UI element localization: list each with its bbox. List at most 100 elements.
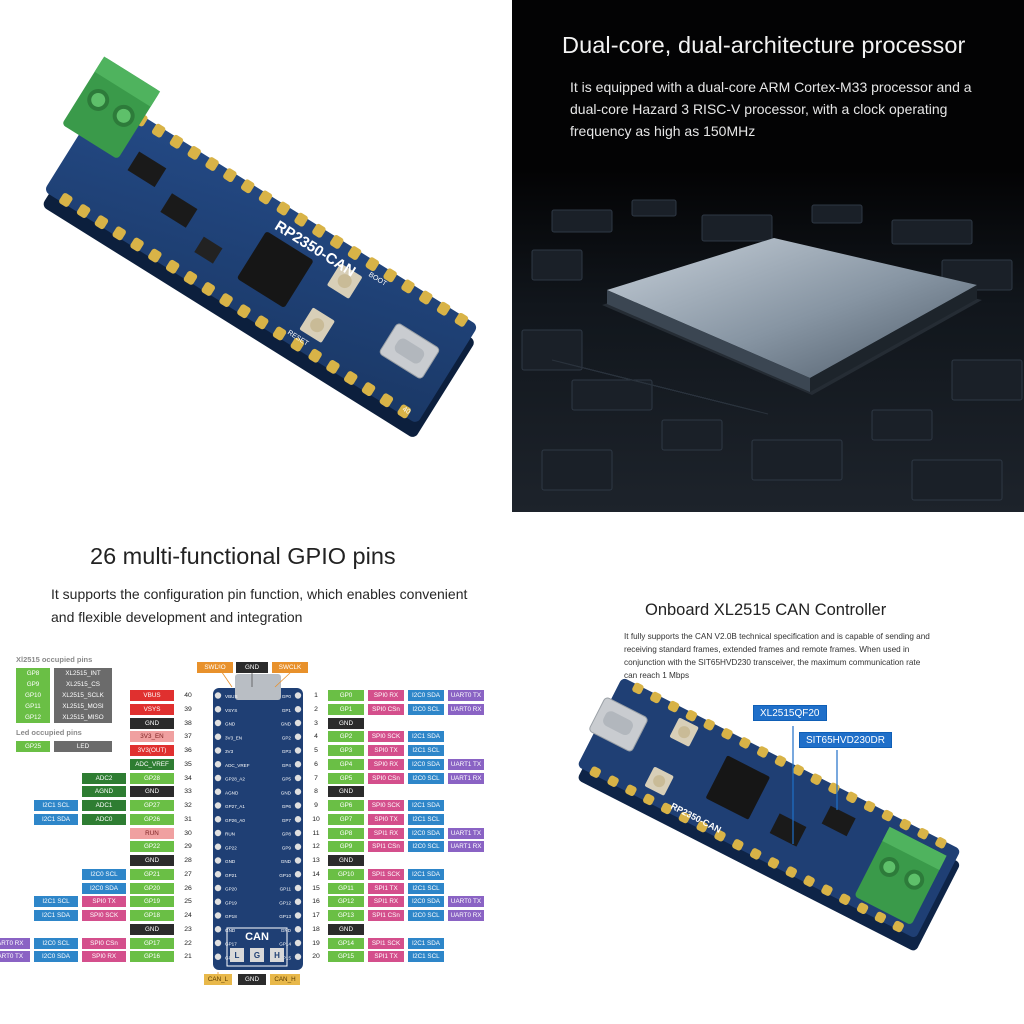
- pin-number: 12: [312, 843, 320, 851]
- gpio-description: It supports the configuration pin functi…: [51, 586, 468, 625]
- pin-silkscreen: GP26_A0: [225, 818, 245, 823]
- pin-function-tag: SPI0 TX: [368, 813, 404, 825]
- pin-silkscreen: GND: [281, 928, 292, 933]
- pin-function-tag: I2C0 SCL: [408, 910, 444, 921]
- pin-silkscreen: GND: [281, 722, 292, 727]
- pin-pad: [294, 733, 302, 740]
- trace: [687, 393, 769, 415]
- pin-function-tag: UART1 RX: [448, 772, 484, 784]
- pin-silkscreen: VSYS: [225, 708, 237, 713]
- smd-component: [871, 409, 933, 441]
- pad: [76, 204, 91, 218]
- smd-component: [811, 204, 863, 224]
- pad: [774, 755, 787, 767]
- pin-number: 29: [184, 843, 192, 851]
- pin-silkscreen: GP6: [282, 804, 292, 809]
- xl2515-callout: XL2515QF20: [753, 705, 827, 721]
- pin-silkscreen: GP28_A2: [225, 777, 245, 782]
- pin-function-tag: 3V3_EN: [130, 731, 174, 743]
- pin-function-tag: I2C0 SCL: [408, 772, 444, 784]
- pin-function-tag: 3V3(OUT): [130, 745, 174, 756]
- pad: [59, 193, 73, 207]
- pinout-usb: [235, 674, 281, 700]
- occupied-pin-fn: XL2515_MOSI: [54, 701, 112, 712]
- pin-pad: [214, 898, 222, 905]
- occupied-pin-fn: XL2515_CS: [54, 679, 112, 690]
- pin-function-tag: I2C1 SCL: [34, 896, 78, 908]
- pin-pad: [214, 692, 222, 699]
- pin-function-tag: SPI0 SCK: [368, 731, 404, 743]
- pin-pad: [294, 829, 302, 837]
- pin-function-tag: I2C1 SCL: [408, 951, 444, 963]
- pin-silkscreen: 3V3_EN: [225, 735, 242, 740]
- pin-function-tag: SPI0 CSn: [368, 703, 404, 715]
- pin-pad: [214, 733, 222, 740]
- pin-number: 4: [314, 733, 318, 741]
- can-pin-l: L: [235, 951, 240, 960]
- pin-function-tag: GP5: [328, 772, 364, 784]
- pin-silkscreen: GND: [225, 859, 236, 864]
- pin-function-tag: GP14: [328, 937, 364, 949]
- can-title: Onboard XL2515 CAN Controller: [645, 601, 887, 619]
- pin-silkscreen: GND: [225, 928, 236, 933]
- pin-function-tag: UART1 TX: [448, 758, 484, 770]
- pin-number: 28: [184, 857, 192, 864]
- pad: [643, 793, 655, 806]
- pin-pad: [214, 761, 222, 768]
- pin-function-tag: SPI1 CSn: [368, 910, 404, 921]
- pad: [361, 382, 376, 397]
- pin-function-tag: GND: [328, 717, 364, 729]
- pin-function-tag: UART0 RX: [0, 937, 30, 949]
- pad: [721, 728, 733, 740]
- pin-function-tag: I2C0 SDA: [408, 690, 444, 701]
- pin-number: 5: [314, 747, 318, 754]
- pin-silkscreen: GP9: [282, 845, 292, 850]
- pad: [863, 800, 876, 813]
- pin-function-tag: GP10: [328, 868, 364, 880]
- pin-number: 16: [312, 898, 320, 906]
- pin-function-tag: VBUS: [130, 690, 174, 701]
- pad: [625, 784, 637, 797]
- smd-component: [951, 359, 1023, 401]
- pin-pad: [294, 692, 302, 699]
- pin-function-tag: I2C0 SDA: [408, 896, 444, 908]
- pin-silkscreen: GND: [281, 790, 292, 795]
- pin-function-tag: GP8: [328, 827, 364, 839]
- pin-function-tag: SPI1 TX: [368, 882, 404, 894]
- gpio-title: 26 multi-functional GPIO pins: [90, 543, 396, 569]
- pin-number: 23: [184, 925, 192, 933]
- pin-silkscreen: GP4: [282, 763, 292, 768]
- pad: [935, 837, 947, 849]
- pin-pad: [294, 802, 302, 809]
- pin-number: 11: [312, 829, 320, 837]
- pin-function-tag: SPI0 CSn: [368, 772, 404, 784]
- board-components: [521, 199, 1023, 501]
- pin-silkscreen: GND: [225, 722, 236, 727]
- pad: [401, 279, 415, 294]
- smd-component: [911, 459, 1003, 501]
- pin-function-tag: I2C1 SDA: [34, 910, 78, 921]
- pin-silkscreen: GP27_A1: [225, 804, 245, 809]
- pin-number: 9: [314, 802, 318, 809]
- can-connector: CAN L G H: [226, 927, 288, 967]
- pin-function-tag: I2C0 SCL: [408, 703, 444, 715]
- smd-component: [891, 219, 973, 245]
- pin-function-tag: I2C1 SDA: [408, 937, 444, 949]
- pad: [254, 315, 269, 330]
- pin-function-tag: GP12: [328, 896, 364, 908]
- pad: [326, 360, 340, 374]
- pad: [130, 237, 144, 252]
- pin-number: 7: [314, 774, 318, 782]
- pad: [258, 190, 273, 205]
- pin-function-tag: UART0 TX: [448, 896, 484, 908]
- pin-pad: [294, 857, 302, 864]
- can-controller-chip: [127, 151, 167, 188]
- pin-number: 30: [184, 829, 192, 837]
- pin-function-tag: GP16: [130, 951, 174, 963]
- pin-number: 38: [184, 719, 192, 727]
- occupied-pin-gp: GP9: [16, 679, 50, 690]
- pad: [607, 775, 619, 787]
- pad: [678, 811, 691, 824]
- pin-function-tag: GP15: [328, 951, 364, 963]
- pad: [183, 270, 198, 285]
